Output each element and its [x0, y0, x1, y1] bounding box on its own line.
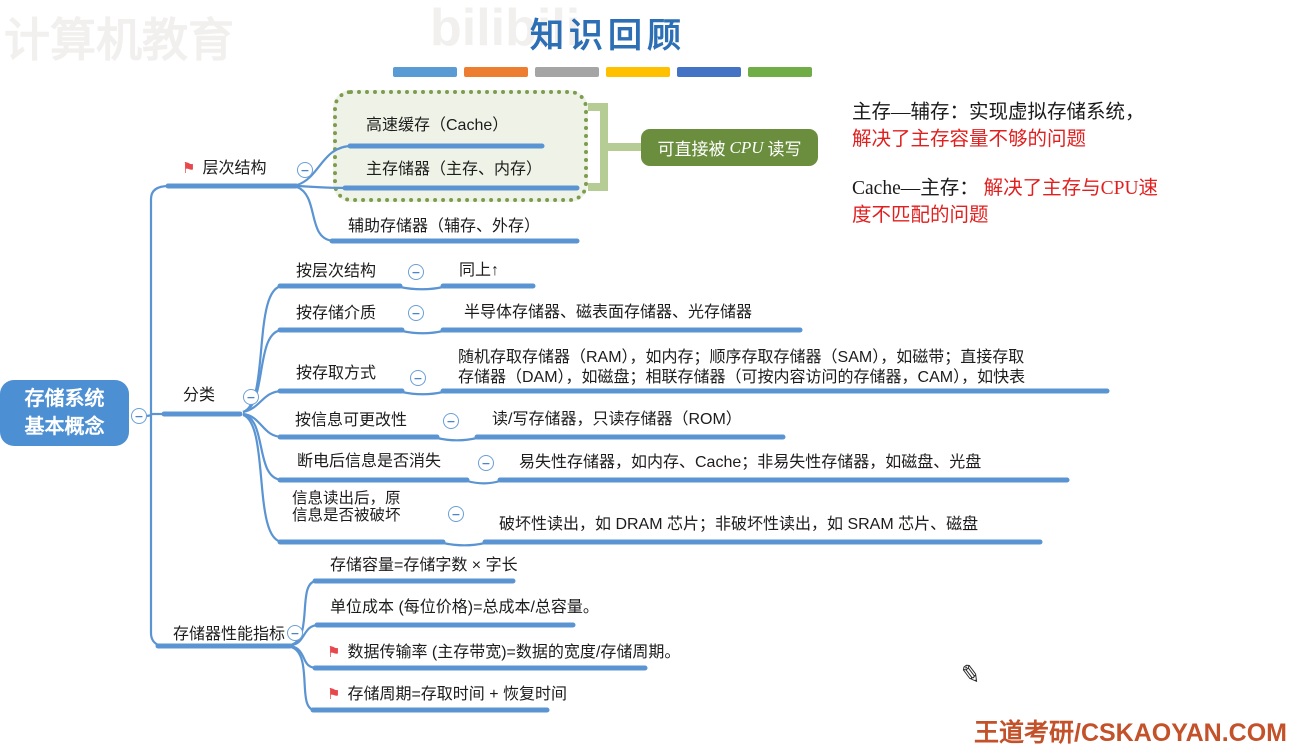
node-metrics: 存储器性能指标	[173, 626, 286, 643]
node-destructive-read-line1: 信息读出后，原	[292, 490, 401, 507]
node-main-memory: 主存储器（主存、内存）	[366, 161, 543, 178]
collapse-button-hierarchy[interactable]: −	[297, 162, 313, 178]
text-by-access-line2: 存储器（DAM），如磁盘；相联存储器（可按内容访问的存储器，CAM），如快表	[458, 369, 1026, 386]
flag-icon: ⚑	[182, 160, 196, 177]
text-by-hierarchy: 同上↑	[459, 262, 500, 279]
root-node-line1: 存储系统	[24, 388, 105, 410]
brand-footer: 王道考研/CSKAOYAN.COM	[974, 719, 1287, 747]
page-title: 知识回顾	[530, 17, 686, 55]
node-aux-memory: 辅助存储器（辅存、外存）	[348, 218, 541, 235]
accent-bar	[535, 67, 599, 77]
text-by-access-line1: 随机存取存储器（RAM），如内存；顺序存取存储器（SAM），如磁带；直接存取	[458, 349, 1025, 366]
text-by-medium: 半导体存储器、磁表面存储器、光存储器	[464, 304, 753, 321]
annotation-cache-main-red: 解决了主存与CPU速度不匹配的问题	[852, 178, 1159, 226]
collapse-button-classification[interactable]: −	[243, 389, 259, 405]
node-bandwidth-text: 数据传输率 (主存带宽)=数据的宽度/存储周期。	[347, 644, 681, 661]
collapse-button-row1[interactable]: −	[408, 264, 424, 280]
accent-bar	[606, 67, 670, 77]
bilibili-logo-watermark: bilibili	[430, 0, 581, 57]
channel-watermark: 计算机教育	[4, 14, 234, 66]
node-by-access: 按存取方式	[296, 365, 377, 382]
annotation-cache-main-black: Cache—主存：	[852, 178, 979, 199]
callout-post: 读写	[767, 140, 802, 159]
root-node: 存储系统 基本概念	[0, 380, 129, 446]
flag-icon: ⚑	[327, 644, 341, 661]
accent-bar	[677, 67, 741, 77]
text-destructive-read: 破坏性读出，如 DRAM 芯片；非破坏性读出，如 SRAM 芯片、磁盘	[499, 516, 979, 533]
text-by-mutability: 读/写存储器，只读存储器（ROM）	[492, 411, 742, 428]
pencil-cursor-icon: ✎	[958, 659, 983, 691]
node-unit-cost: 单位成本 (每位价格)=总成本/总容量。	[330, 599, 599, 616]
accent-bar	[393, 67, 457, 77]
annotation-main-aux: 主存—辅存：实现虚拟存储系统， 解决了主存容量不够的问题	[852, 100, 1172, 153]
collapse-button-row6[interactable]: −	[448, 506, 464, 522]
accent-bar	[464, 67, 528, 77]
collapse-button-row5[interactable]: −	[478, 455, 494, 471]
collapse-button-metrics[interactable]: −	[287, 625, 303, 641]
node-cycle-time-text: 存储周期=存取时间 + 恢复时间	[347, 686, 568, 703]
node-volatility: 断电后信息是否消失	[297, 453, 442, 470]
collapse-button-row2[interactable]: −	[408, 305, 424, 321]
callout-pre: 可直接被	[657, 140, 726, 159]
annotation-cache-main: Cache—主存： 解决了主存与CPU速度不匹配的问题	[852, 176, 1168, 229]
annotation-main-aux-red: 解决了主存容量不够的问题	[852, 128, 1087, 150]
node-cache: 高速缓存（Cache）	[366, 117, 509, 134]
node-by-medium: 按存储介质	[296, 305, 377, 322]
node-by-mutability: 按信息可更改性	[295, 412, 408, 429]
node-destructive-read-line2: 信息是否被破坏	[292, 507, 401, 524]
node-cycle-time: ⚑ 存储周期=存取时间 + 恢复时间	[327, 685, 567, 704]
accent-bars	[393, 67, 812, 77]
text-volatility: 易失性存储器，如内存、Cache；非易失性存储器，如磁盘、光盘	[519, 454, 982, 471]
node-capacity: 存储容量=存储字数 × 字长	[330, 557, 518, 574]
node-classification: 分类	[183, 387, 216, 404]
bracket-shape	[588, 103, 641, 191]
root-node-line2: 基本概念	[24, 416, 105, 438]
collapse-button-row3[interactable]: −	[410, 370, 426, 386]
node-hierarchy-label: 层次结构	[202, 160, 267, 177]
node-destructive-read: 信息读出后，原 信息是否被破坏	[292, 490, 401, 524]
node-by-hierarchy: 按层次结构	[296, 263, 377, 280]
text-by-access: 随机存取存储器（RAM），如内存；顺序存取存储器（SAM），如磁带；直接存取 存…	[458, 348, 1025, 388]
node-bandwidth: ⚑ 数据传输率 (主存带宽)=数据的宽度/存储周期。	[327, 643, 680, 662]
node-hierarchy: ⚑ 层次结构	[182, 159, 266, 178]
cpu-readable-callout: 可直接被 CPU 读写	[641, 129, 818, 166]
accent-bar	[748, 67, 812, 77]
collapse-button-root[interactable]: −	[131, 408, 147, 424]
cpu-accessible-group-box	[333, 90, 588, 202]
callout-cpu: CPU	[729, 137, 764, 157]
annotation-main-aux-black: 主存—辅存：实现虚拟存储系统，	[852, 102, 1145, 123]
flag-icon: ⚑	[327, 686, 341, 703]
collapse-button-row4[interactable]: −	[443, 413, 459, 429]
